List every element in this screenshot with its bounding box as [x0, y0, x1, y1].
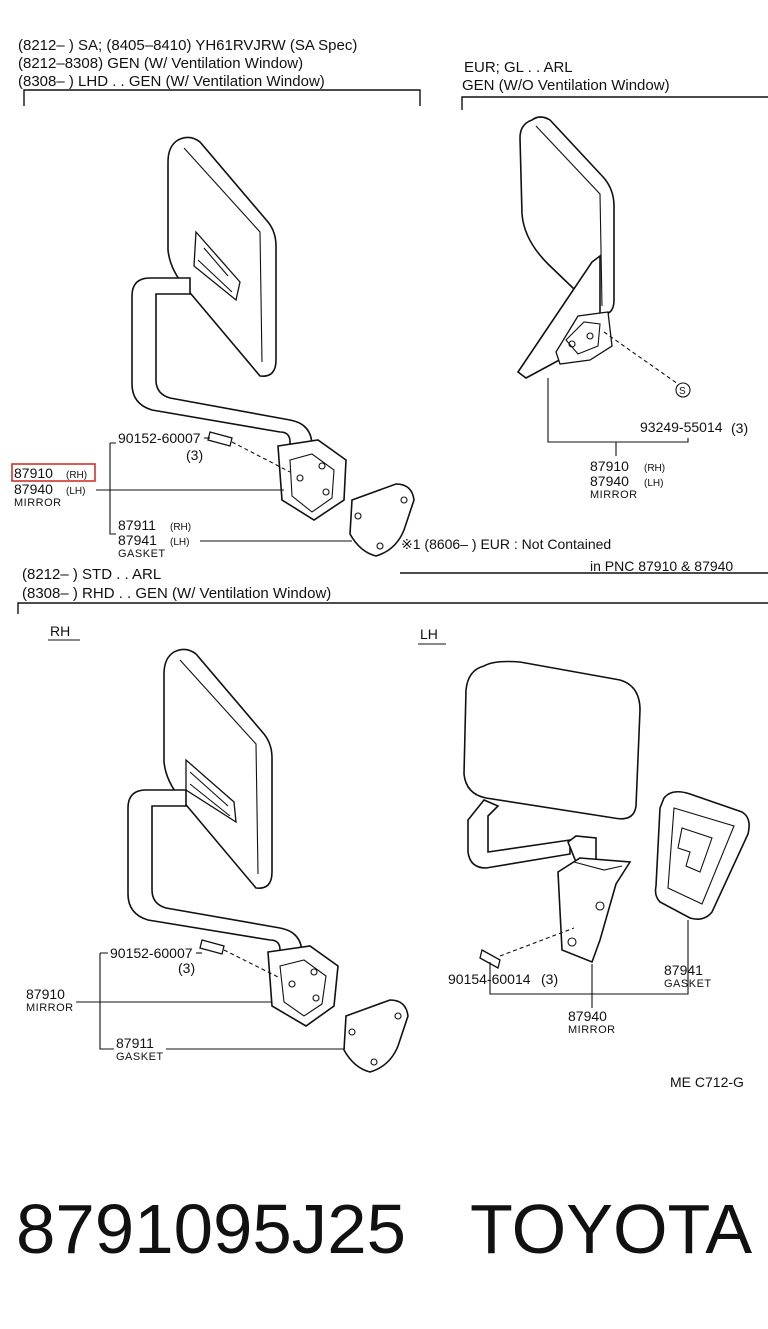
label-rh: RH	[50, 623, 70, 639]
label-87940-lh-tag-tr: (LH)	[644, 478, 663, 489]
callouts-bottom-left: 90152-60007 (3) 87910 MIRROR 87911 GASKE…	[26, 945, 344, 1063]
callouts-top-right: 93249-55014 (3) 87910 (RH) 87940 (LH) MI…	[547, 378, 748, 501]
label-87940-lh-tag: (LH)	[66, 486, 85, 497]
label-87910-top-right: 87910	[590, 458, 629, 474]
label-screw-93249-55014: 93249-55014	[640, 419, 723, 435]
mirror-illustration-bottom-right	[463, 660, 750, 969]
mirror-illustration-bottom-left	[127, 648, 409, 1073]
mirror-illustration-top-left	[131, 136, 415, 557]
header-top-left-line3: (8308– ) LHD . . GEN (W/ Ventilation Win…	[18, 73, 325, 90]
label-87910-top: 87910	[14, 465, 53, 481]
label-mirror-top: MIRROR	[14, 497, 62, 509]
label-screw-qty: (3)	[731, 420, 748, 436]
header-top-right: EUR; GL . . ARL GEN (W/O Ventilation Win…	[461, 59, 768, 110]
note-line2: in PNC 87910 & 87940	[590, 558, 733, 574]
label-87940-top: 87940	[14, 481, 53, 497]
label-87941-lh-tag: (LH)	[170, 537, 189, 548]
header-top-left-line2: (8212–8308) GEN (W/ Ventilation Window)	[18, 55, 303, 72]
callouts-bottom-right: 90154-60014 (3) 87941 GASKET 87940 MIRRO…	[448, 920, 712, 1036]
header-bottom-line1: (8212– ) STD . . ARL	[22, 566, 161, 583]
header-bottom-line2: (8308– ) RHD . . GEN (W/ Ventilation Win…	[22, 585, 331, 602]
label-87911-rh-tag: (RH)	[170, 522, 191, 533]
footer-brand: TOYOTA	[470, 1190, 752, 1268]
label-bolt-qty-bottom: (3)	[178, 960, 195, 976]
label-87911-bottom: 87911	[116, 1035, 154, 1051]
label-bolt-90152-60007-bottom: 90152-60007	[110, 945, 193, 961]
label-gasket-bottom-left: GASKET	[116, 1051, 164, 1063]
label-87940-bottom: 87940	[568, 1008, 607, 1024]
header-top-left: (8212– ) SA; (8405–8410) YH61RVJRW (SA S…	[18, 37, 421, 106]
header-top-right-line1: EUR; GL . . ARL	[464, 59, 573, 76]
s-marker-circle	[675, 382, 691, 398]
label-87940-top-right: 87940	[590, 473, 629, 489]
label-lh: LH	[420, 626, 438, 642]
reference-code: ME C712-G	[670, 1074, 744, 1090]
label-bolt-qty-bottom-right: (3)	[541, 971, 558, 987]
header-top-right-line2: GEN (W/O Ventilation Window)	[462, 77, 670, 94]
label-gasket-top: GASKET	[118, 548, 166, 560]
label-bolt-qty-top: (3)	[186, 447, 203, 463]
label-87911-top: 87911	[118, 517, 156, 533]
label-mirror-bottom-right: MIRROR	[568, 1024, 616, 1036]
note-line1: ※1 (8606– ) EUR : Not Contained	[401, 536, 611, 552]
header-top-left-line1: (8212– ) SA; (8405–8410) YH61RVJRW (SA S…	[18, 37, 357, 54]
note-block: ※1 (8606– ) EUR : Not Contained in PNC 8…	[401, 536, 733, 574]
label-87910-rh-tag: (RH)	[66, 470, 87, 481]
bracket-top-left	[23, 89, 421, 106]
header-bottom: (8212– ) STD . . ARL (8308– ) RHD . . GE…	[17, 566, 768, 645]
highlight-box-87910-rh	[11, 463, 96, 482]
label-87910-bottom: 87910	[26, 986, 65, 1002]
label-87910-rh-tag-tr: (RH)	[644, 463, 665, 474]
label-87941-top: 87941	[118, 532, 157, 548]
label-gasket-bottom-right: GASKET	[664, 978, 712, 990]
label-mirror-bottom-left: MIRROR	[26, 1002, 74, 1014]
callouts-top-left: 90152-60007 (3) 87910 (RH) 87940 (LH) MI…	[11, 430, 352, 560]
bracket-top-right	[461, 96, 768, 110]
label-s-marker: S	[679, 386, 686, 397]
footer-part-number: 8791095J25	[16, 1190, 406, 1268]
label-87941-bottom: 87941	[664, 962, 703, 978]
label-bolt-90152-60007-top: 90152-60007	[118, 430, 201, 446]
label-bolt-90154-60014: 90154-60014	[448, 971, 531, 987]
mirror-illustration-top-right: S	[516, 116, 691, 398]
footer: 8791095J25 TOYOTA	[16, 1190, 752, 1268]
label-mirror-top-right: MIRROR	[590, 489, 638, 501]
